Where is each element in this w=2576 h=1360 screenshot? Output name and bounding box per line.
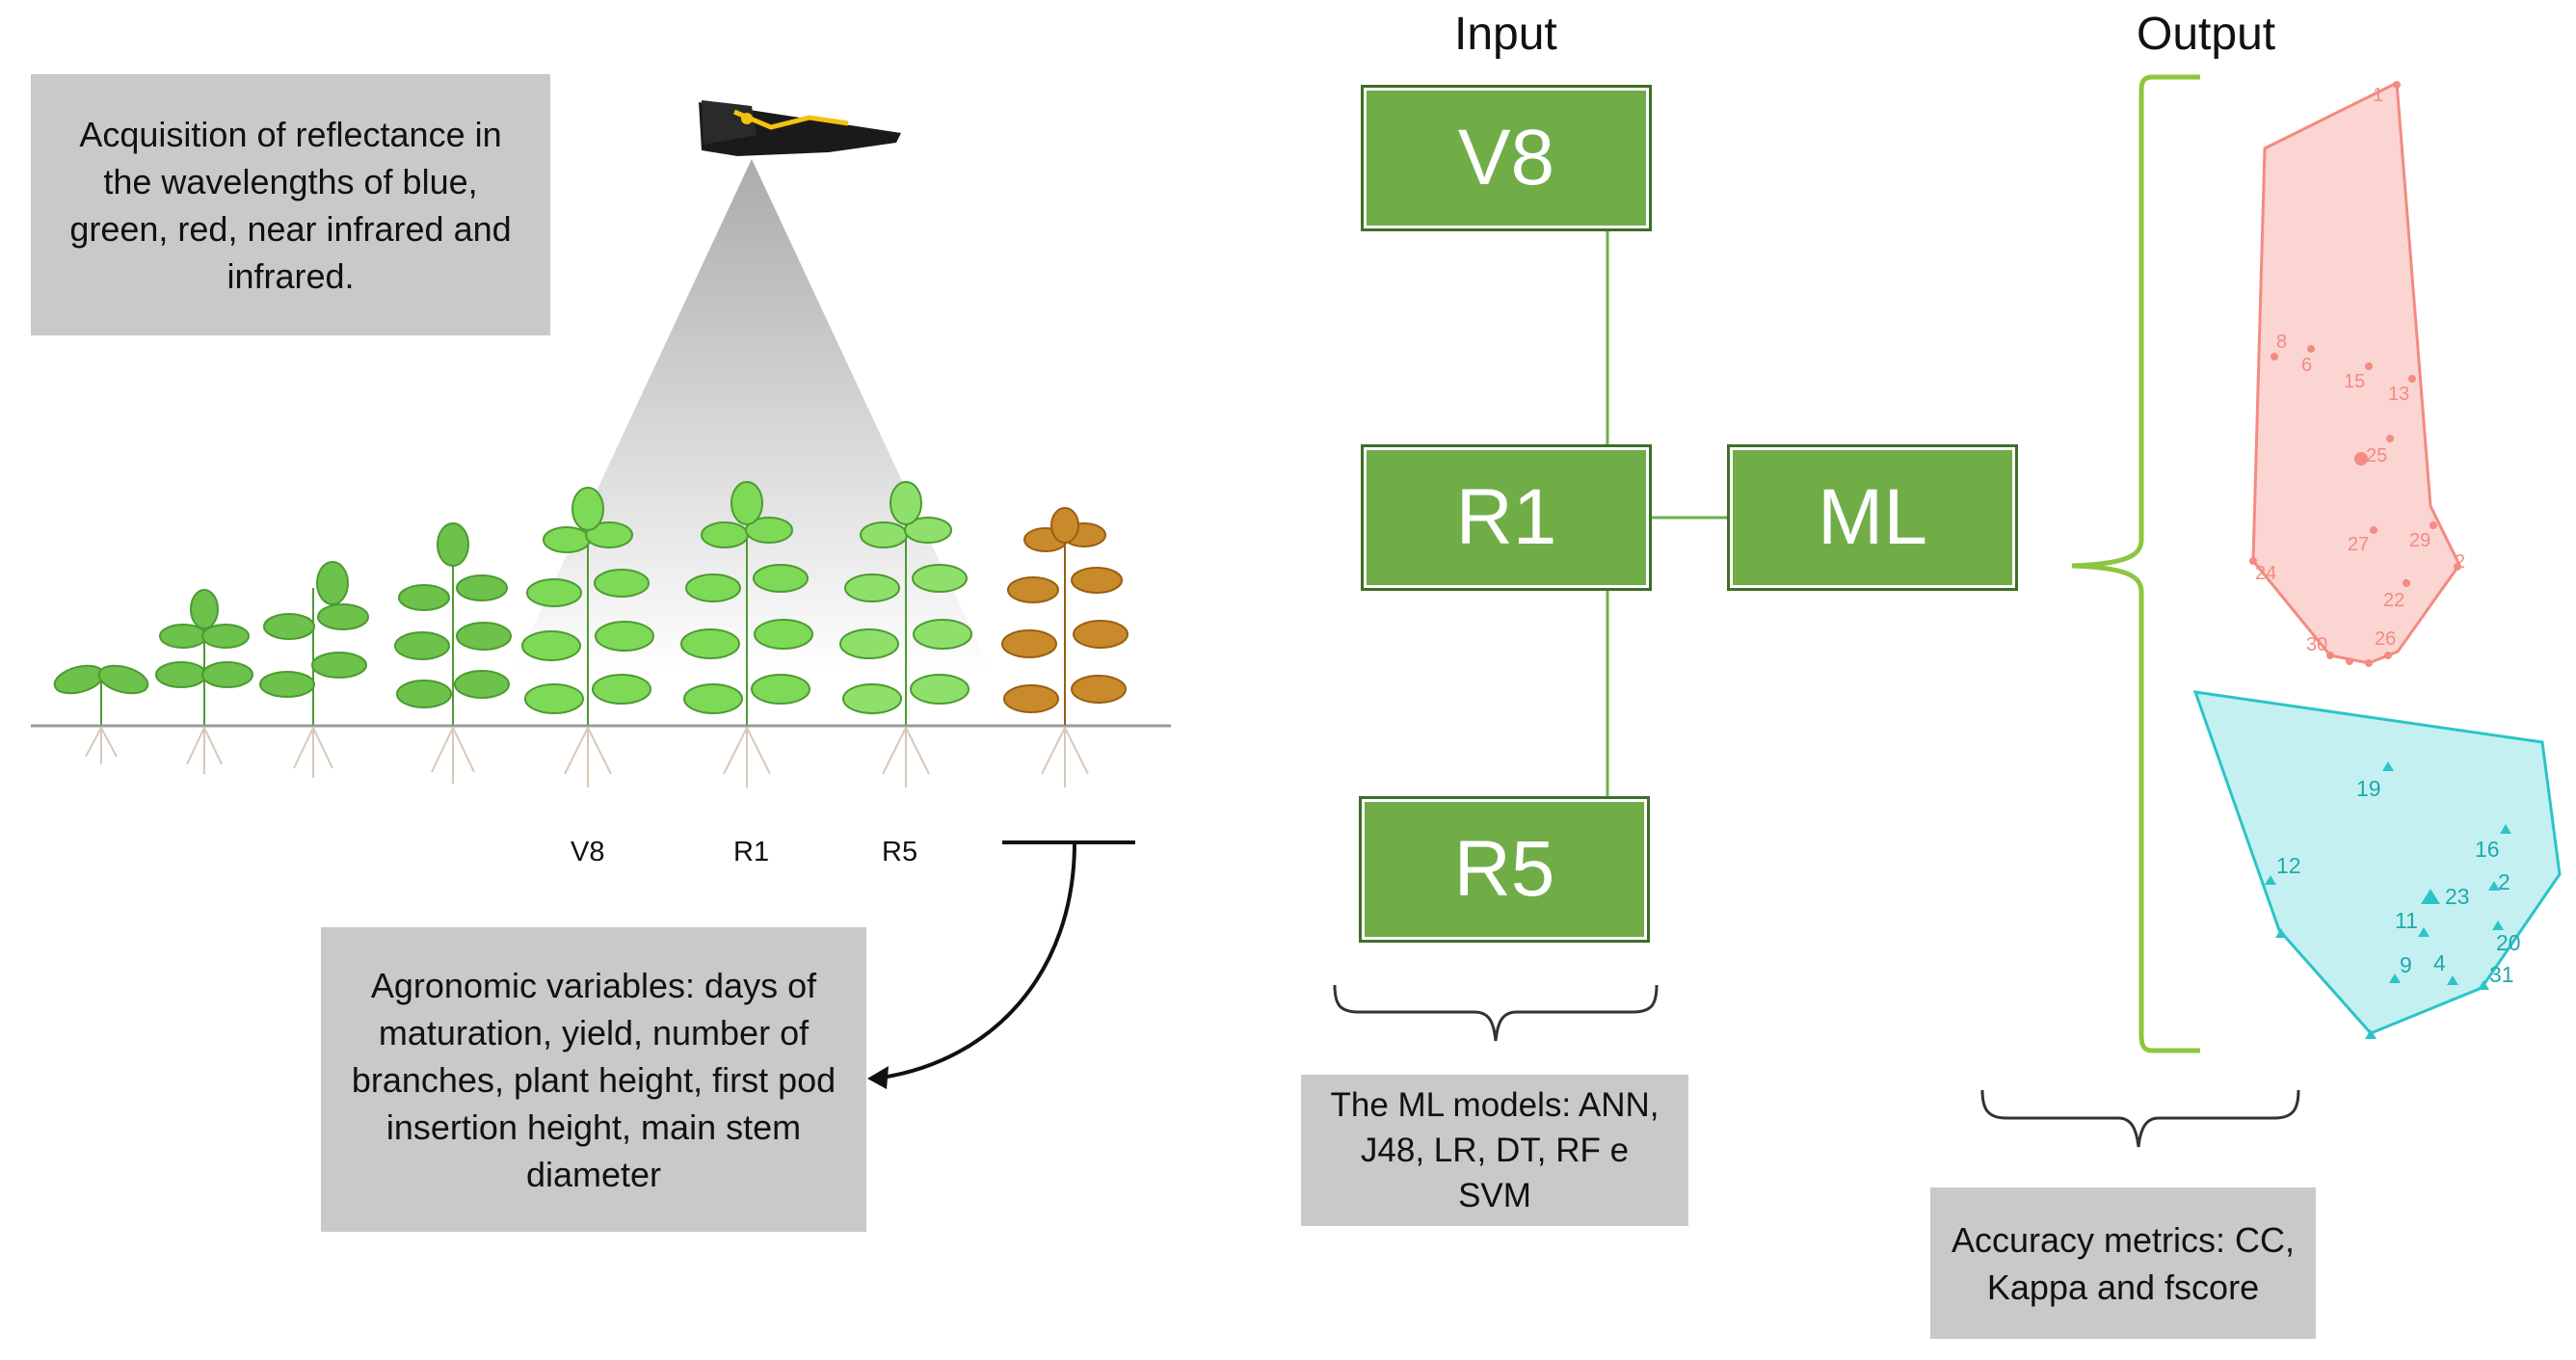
ml-models-textbox: The ML models: ANN, J48, LR, DT, RF e SV… <box>1301 1075 1688 1226</box>
agronomic-textbox: Agronomic variables: days of maturation,… <box>321 927 866 1232</box>
input-heading: Input <box>1454 9 1557 60</box>
cyan-cluster-region <box>2192 690 2562 1035</box>
accuracy-metrics-textbox: Accuracy metrics: CC, Kappa and fscore <box>1930 1187 2316 1339</box>
plant-stage-2 <box>155 589 253 725</box>
sensor-beam <box>511 159 993 675</box>
plant-stage-3 <box>259 561 369 725</box>
plant-stage-v8 <box>521 487 654 725</box>
plant-stage-mature <box>1001 507 1129 725</box>
plant-stage-r5 <box>839 481 972 725</box>
arrow-head <box>867 1066 889 1089</box>
stage-label-r5: R5 <box>882 837 918 867</box>
cyan-cluster-points <box>2265 761 2511 1039</box>
input-box-r5: R5 <box>1359 796 1650 943</box>
output-brace <box>2071 74 2200 1053</box>
plant-stage-1 <box>53 664 149 725</box>
plant-stage-r1 <box>680 481 813 725</box>
stage-label-r1: R1 <box>733 837 770 867</box>
ml-box: ML <box>1727 444 2018 591</box>
input-box-v8: V8 <box>1361 85 1652 231</box>
output-heading: Output <box>2137 9 2276 60</box>
plant-stage-4 <box>394 522 512 725</box>
red-cluster-points <box>2249 81 2461 667</box>
roots <box>85 727 1089 787</box>
stage-label-v8: V8 <box>571 837 605 867</box>
output-brace-small <box>1980 1089 2300 1148</box>
drone-icon <box>699 100 901 156</box>
input-box-r1: R1 <box>1361 444 1652 591</box>
input-brace <box>1333 984 1659 1042</box>
red-cluster-region <box>2251 80 2461 665</box>
curved-arrow <box>881 841 1076 1080</box>
reflectance-textbox: Acquisition of reflectance in the wavele… <box>31 74 550 335</box>
